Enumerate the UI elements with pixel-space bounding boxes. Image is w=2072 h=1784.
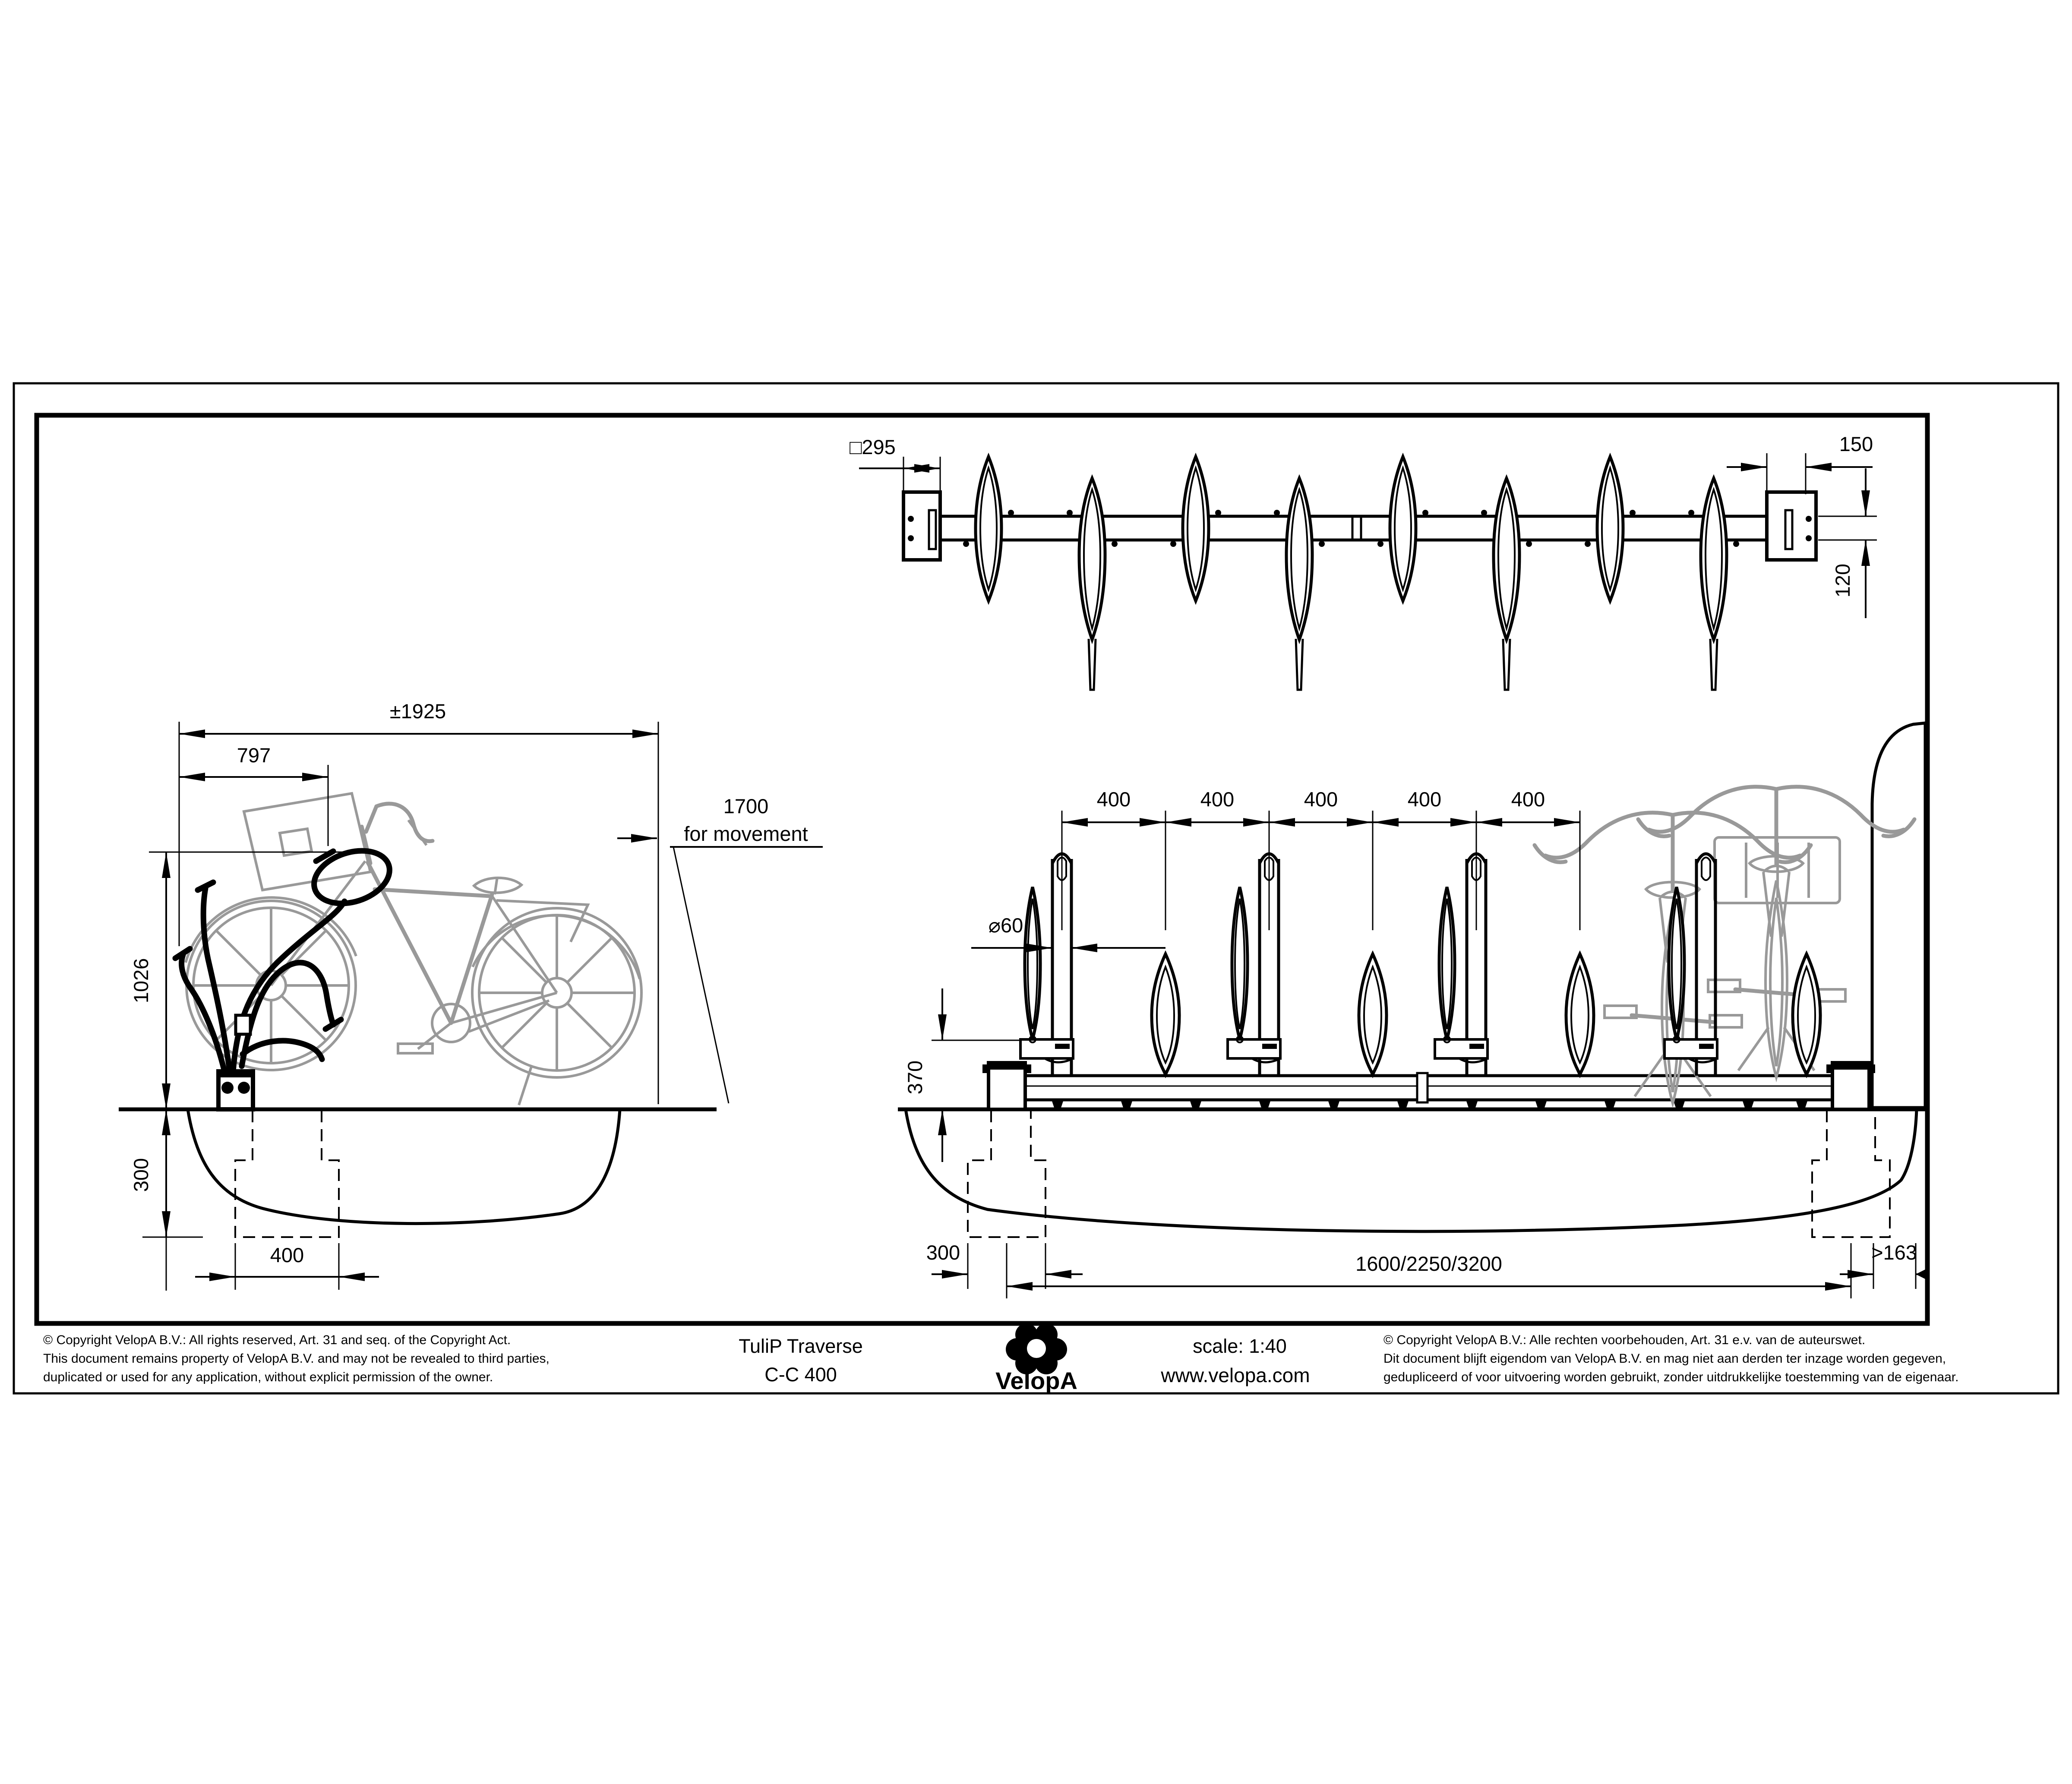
dim-spacing-label-1: 400: [1097, 788, 1131, 811]
copyright-nl-line3: gedupliceerd of voor uitvoering worden g…: [1383, 1370, 1958, 1384]
rail-center-joint: [1416, 1072, 1429, 1104]
front-foundation-left: [967, 1110, 1046, 1238]
dim-spacing-label-4: 400: [1408, 788, 1441, 811]
dim-rack-height: 1026: [130, 851, 345, 1109]
dim-foundation-width-side-label: 400: [270, 1244, 304, 1266]
dim-foundation-depth-side: 300: [130, 1109, 203, 1291]
velopa-logo-icon: [1006, 1323, 1067, 1374]
website-link[interactable]: www.velopa.com: [1160, 1364, 1310, 1386]
front-tulip-stations: [1020, 854, 1594, 1076]
copyright-en-line1: © Copyright VelopA B.V.: All rights rese…: [43, 1333, 511, 1347]
dim-low-height: 370: [903, 988, 1021, 1162]
product-subtitle: C-C 400: [764, 1364, 837, 1386]
copyright-en-line2: This document remains property of VelopA…: [43, 1351, 550, 1366]
dim-movement-clearance: 1700 for movement: [617, 795, 823, 1104]
rail-end-pedestal-left: [987, 1061, 1027, 1111]
rail-end-pedestal-right: [1831, 1061, 1871, 1111]
dim-tube-diameter: ⌀60: [971, 914, 1166, 952]
dim-wall-clearance-label: >163: [1871, 1241, 1917, 1264]
dim-front-length-label: 797: [237, 744, 271, 767]
copyright-nl-line1: © Copyright VelopA B.V.: Alle rechten vo…: [1383, 1333, 1865, 1347]
dim-top-depth: 120: [1818, 468, 1877, 618]
rail-feet: [1052, 1100, 1808, 1108]
dim-total-length: ±1925: [178, 700, 659, 1104]
drawing-frame: [34, 413, 1930, 1326]
product-title: TuliP Traverse: [739, 1335, 863, 1357]
front-view: 400 400 400 400 400 ⌀60 370 300: [898, 721, 1927, 1298]
tulip-ring: [311, 848, 392, 906]
side-bike: [184, 792, 643, 1105]
dim-spacing-label-2: 400: [1200, 788, 1234, 811]
dim-length-options: 1600/2250/3200: [1006, 1243, 1852, 1298]
dim-length-options-label: 1600/2250/3200: [1355, 1252, 1502, 1275]
dim-low-height-label: 370: [903, 1061, 926, 1094]
top-view-tulips: [963, 457, 1739, 690]
dim-front-length: 797: [179, 744, 329, 846]
front-soil: [903, 1108, 1918, 1233]
dim-movement-value: 1700: [723, 795, 769, 818]
side-soil: [186, 1108, 622, 1225]
dim-foundation-width-front: 300: [926, 1241, 1083, 1289]
dim-top-width-label: 150: [1839, 433, 1873, 455]
copyright-en-line3: duplicated or used for any application, …: [43, 1370, 493, 1384]
outer-border: [13, 382, 2059, 1395]
dim-plate-size: □295: [850, 436, 941, 514]
tulip-at-bike-2: [1793, 954, 1820, 1076]
dim-spacing: 400 400 400 400 400: [1061, 788, 1581, 930]
dim-top-depth-label: 120: [1831, 564, 1854, 597]
side-view: ±1925 797 1700 for movement 1026 300: [119, 700, 823, 1291]
dim-foundation-width-side: 400: [195, 1243, 379, 1290]
dim-wall-clearance: >163: [1840, 1241, 1926, 1289]
wall: [1870, 721, 1927, 1109]
title-block: © Copyright VelopA B.V.: All rights rese…: [43, 1323, 1958, 1394]
dim-movement-note: for movement: [684, 822, 808, 845]
dim-spacing-label-3: 400: [1304, 788, 1338, 811]
right-bracket: [1784, 509, 1794, 550]
front-rail: [982, 1061, 1875, 1111]
side-foundation: [234, 1110, 340, 1238]
dim-foundation-width-front-label: 300: [926, 1241, 960, 1264]
velopa-logo-text: VelopA: [995, 1367, 1077, 1394]
top-view: □295 150 120: [850, 433, 1877, 690]
dim-tube-diameter-label: ⌀60: [989, 914, 1023, 937]
copyright-nl-line2: Dit document blijft eigendom van VelopA …: [1383, 1351, 1946, 1366]
dim-top-width: 150: [1727, 433, 1873, 494]
dim-rack-height-label: 1026: [130, 958, 152, 1004]
side-tulip-rack: [172, 848, 392, 1111]
dim-plate-size-label: □295: [850, 436, 896, 458]
scale-label: scale: 1:40: [1193, 1335, 1287, 1357]
dim-foundation-depth-side-label: 300: [130, 1158, 152, 1192]
dim-total-length-label: ±1925: [390, 700, 446, 723]
dim-spacing-label-5: 400: [1511, 788, 1545, 811]
left-bracket: [928, 509, 937, 550]
front-foundation-right: [1811, 1110, 1891, 1238]
